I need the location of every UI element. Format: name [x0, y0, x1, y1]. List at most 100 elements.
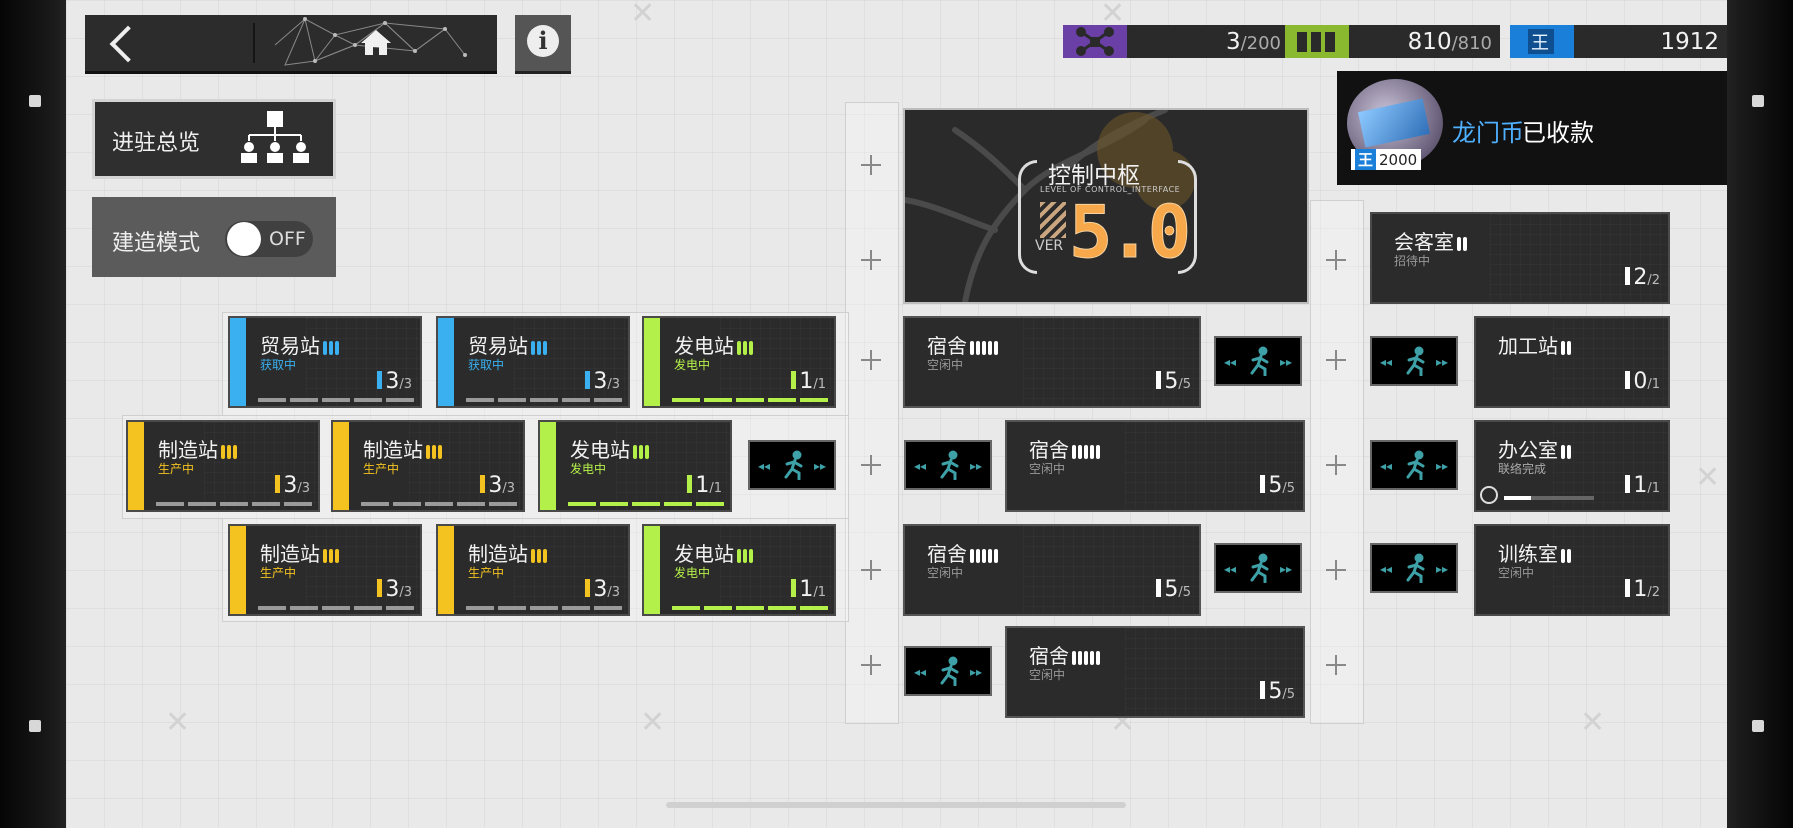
room-name: 贸易站	[260, 330, 341, 360]
room-color-stripe	[540, 422, 556, 510]
top-nav-bar	[85, 15, 497, 74]
room-factory-3[interactable]: 制造站 生产中 3/3	[228, 524, 422, 616]
info-icon: i	[527, 25, 559, 57]
control-center-room[interactable]: 控制中枢 LEVEL OF CONTROL_INTERFACE VER 5.0	[903, 108, 1309, 304]
room-name: 发电站	[674, 538, 755, 568]
room-occupancy: 3/3	[585, 369, 620, 394]
room-power-plant-3[interactable]: 发电站 发电中 1/1	[642, 524, 836, 616]
stairs-button[interactable]: ◂◂▸▸	[1370, 336, 1458, 386]
corridor-frame	[1310, 200, 1364, 724]
room-factory-1[interactable]: 制造站 生产中 3/3	[126, 420, 320, 512]
lmd-value: 1912	[1660, 29, 1719, 55]
build-mode-toggle[interactable]: OFF	[225, 221, 313, 257]
running-man-icon	[1406, 346, 1425, 376]
right-bezel	[1727, 0, 1793, 828]
room-trade-station-1[interactable]: 贸易站 获取中 3/3	[228, 316, 422, 408]
room-factory-4[interactable]: 制造站 生产中 3/3	[436, 524, 630, 616]
room-occupancy: 0/1	[1625, 369, 1660, 394]
stairs-button[interactable]: ◂◂▸▸	[904, 440, 992, 490]
grid-cross	[861, 350, 881, 370]
room-power-plant-2[interactable]: 发电站 发电中 1/1	[538, 420, 732, 512]
room-occupancy: 3/3	[377, 369, 412, 394]
room-factory-2[interactable]: 制造站 生产中 3/3	[331, 420, 525, 512]
decor-x: ✕	[1695, 460, 1721, 495]
room-name: 宿舍	[927, 538, 1000, 568]
room-status: 招待中	[1394, 254, 1431, 268]
room-status: 空闲中	[1029, 462, 1066, 476]
control-center-title: 控制中枢	[1048, 163, 1140, 189]
stairs-button[interactable]: ◂◂▸▸	[1370, 440, 1458, 490]
stairs-button[interactable]: ◂◂▸▸	[748, 440, 836, 490]
stairs-button[interactable]: ◂◂▸▸	[904, 646, 992, 696]
room-power-plant-1[interactable]: 发电站 发电中 1/1	[642, 316, 836, 408]
progress-fill	[1504, 496, 1531, 500]
hazard-stripe	[1040, 202, 1066, 238]
room-trade-station-2[interactable]: 贸易站 获取中 3/3	[436, 316, 630, 408]
decor-x: ✕	[1580, 705, 1606, 740]
room-color-stripe	[438, 526, 454, 614]
toggle-state: OFF	[269, 228, 306, 250]
back-button[interactable]	[85, 15, 253, 71]
decor-x: ✕	[640, 705, 666, 740]
stairs-button[interactable]: ◂◂▸▸	[1214, 336, 1302, 386]
room-name: 贸易站	[468, 330, 549, 360]
running-man-icon	[1406, 553, 1425, 583]
running-man-icon	[1250, 346, 1269, 376]
info-button[interactable]: i	[515, 15, 571, 74]
room-status: 空闲中	[1498, 566, 1535, 580]
stairs-button[interactable]: ◂◂▸▸	[1214, 543, 1302, 593]
decor-x: ✕	[165, 705, 191, 740]
drone-icon	[1063, 25, 1127, 58]
room-color-stripe	[230, 318, 246, 406]
grid-cross	[861, 655, 881, 675]
tree-emblem	[905, 110, 1195, 302]
version-label: VER	[1035, 238, 1064, 254]
lmd-icon: 王	[1510, 25, 1574, 58]
grid-cross	[861, 155, 881, 175]
room-name: 办公室	[1498, 434, 1573, 464]
corridor-frame	[845, 102, 899, 724]
running-man-icon	[1406, 450, 1425, 480]
room-name: 制造站	[158, 434, 239, 464]
home-button[interactable]	[255, 15, 497, 71]
room-name: 制造站	[468, 538, 549, 568]
room-occupancy: 1/1	[687, 473, 722, 498]
room-status: 生产中	[363, 462, 400, 476]
room-color-stripe	[230, 526, 246, 614]
divider	[253, 23, 255, 63]
room-dormitory-1[interactable]: 宿舍 空闲中 5/5	[903, 316, 1201, 408]
room-office[interactable]: 办公室 联络完成 1/1	[1474, 420, 1670, 512]
room-occupancy: 3/3	[377, 577, 412, 602]
bezel-marker	[1752, 95, 1764, 107]
drone-counter[interactable]: 3/200+	[1063, 25, 1313, 58]
stairs-button[interactable]: ◂◂▸▸	[1370, 543, 1458, 593]
bezel-marker	[1752, 720, 1764, 732]
room-dormitory-2[interactable]: 宿舍 空闲中 5/5	[1005, 420, 1305, 512]
scroll-indicator[interactable]	[666, 802, 1126, 808]
room-color-stripe	[128, 422, 144, 510]
room-occupancy: 1/1	[1625, 473, 1660, 498]
grid-cross	[1326, 350, 1346, 370]
org-chart-icon	[241, 111, 309, 163]
room-occupancy: 5/5	[1260, 679, 1295, 704]
room-status: 联络完成	[1498, 462, 1547, 476]
room-name: 训练室	[1498, 538, 1573, 568]
left-bezel	[0, 0, 66, 828]
room-occupancy: 1/1	[791, 369, 826, 394]
overview-button[interactable]: 进驻总览	[92, 99, 336, 179]
room-workshop[interactable]: 加工站 0/1	[1474, 316, 1670, 408]
room-name: 宿舍	[927, 330, 1000, 360]
grid-cross	[1326, 655, 1346, 675]
room-dormitory-3[interactable]: 宿舍 空闲中 5/5	[903, 524, 1201, 616]
room-name: 发电站	[674, 330, 755, 360]
room-status: 获取中	[468, 358, 505, 372]
room-name: 宿舍	[1029, 434, 1102, 464]
room-training[interactable]: 训练室 空闲中 1/2	[1474, 524, 1670, 616]
room-dormitory-4[interactable]: 宿舍 空闲中 5/5	[1005, 626, 1305, 718]
room-reception[interactable]: 会客室 招待中 2/2	[1370, 212, 1670, 304]
running-man-icon	[940, 450, 959, 480]
contact-icon	[1480, 486, 1498, 504]
grid-cross	[861, 560, 881, 580]
room-status: 发电中	[570, 462, 607, 476]
